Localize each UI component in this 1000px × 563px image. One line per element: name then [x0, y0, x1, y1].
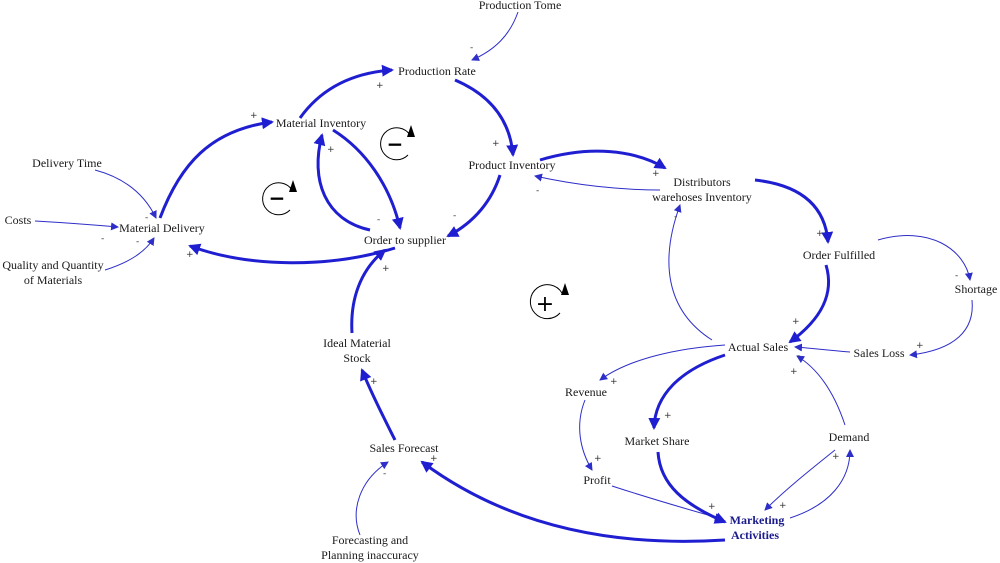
polarity-mark: + [779, 501, 787, 511]
balancing-loop-sign: − [387, 132, 404, 156]
polarity-mark: - [383, 469, 386, 479]
node-shortage: Shortage [955, 282, 998, 296]
node-actual-sales: Actual Sales [728, 340, 789, 354]
node-delivery-time: Delivery Time [32, 156, 102, 170]
link-production-tome-to-production-rate [471, 11, 519, 61]
polarity-mark: + [430, 454, 438, 464]
link-quality-to-material-delivery [104, 237, 155, 271]
link-demand-to-marketing [764, 449, 836, 511]
polarity-mark: + [832, 452, 840, 462]
node-quality-line1: Quality and Quantity [2, 258, 103, 272]
node-demand: Demand [829, 430, 870, 444]
node-ideal-stock-line2: Stock [343, 351, 370, 365]
node-marketing-line1: Marketing [730, 513, 785, 527]
link-material-inventory-to-production-rate [298, 64, 394, 119]
node-distributors-line1: Distributors [673, 175, 731, 189]
polarity-mark: + [652, 169, 660, 179]
link-shortage-to-sales-loss [909, 299, 973, 359]
link-sales-forecast-to-ideal-stock [360, 368, 397, 441]
link-actual-sales-to-revenue [599, 344, 726, 381]
polarity-mark: + [492, 139, 500, 149]
polarity-mark: - [797, 351, 800, 361]
node-distributors-line2: warehoses Inventory [652, 190, 752, 204]
node-forecasting-line1: Forecasting and [332, 533, 408, 547]
link-market-share-to-marketing [656, 451, 727, 524]
link-forecasting-to-sales-forecast [355, 461, 389, 536]
polarity-mark: - [453, 211, 456, 221]
polarity-mark: + [327, 145, 335, 155]
link-delivery-time-to-material-delivery [94, 169, 157, 219]
node-ideal-stock-line1: Ideal Material [323, 336, 391, 350]
balancing-loop-marker: − [262, 180, 297, 216]
link-material-inventory-to-order [332, 128, 404, 230]
node-sales-loss: Sales Loss [854, 346, 905, 360]
polarity-mark: + [792, 317, 800, 327]
link-distributors-to-order-fulfilled [754, 178, 834, 244]
polarity-mark: - [377, 215, 380, 225]
node-material-delivery: Material Delivery [119, 221, 205, 235]
link-revenue-to-profit [579, 399, 593, 471]
polarity-mark: + [376, 81, 384, 91]
node-material-inventory: Material Inventory [276, 116, 366, 130]
polarity-mark: + [916, 341, 924, 351]
link-order-to-material-delivery [188, 243, 396, 265]
polarity-mark: - [136, 237, 139, 247]
polarity-mark: + [370, 377, 378, 387]
polarity-mark: + [816, 229, 824, 239]
link-ideal-stock-to-order [350, 248, 387, 334]
node-marketing-line2: Activities [731, 528, 779, 542]
polarity-mark: + [594, 454, 602, 464]
link-distributors-to-product-inventory [534, 173, 661, 191]
polarity-mark: + [186, 250, 194, 260]
polarity-mark: - [674, 212, 677, 222]
link-order-fulfilled-to-actual-sales [788, 264, 831, 344]
polarity-mark: + [664, 411, 672, 421]
link-demand-to-actual-sales [796, 355, 846, 426]
reinforcing-loop-marker: + [529, 283, 569, 320]
link-product-inventory-to-order [446, 174, 502, 238]
node-sales-forecast: Sales Forecast [370, 441, 440, 455]
link-marketing-to-demand [789, 449, 854, 519]
balancing-loop-marker: − [380, 125, 415, 161]
polarity-mark: + [790, 367, 798, 377]
link-sales-loss-to-actual-sales [794, 343, 851, 353]
node-production-rate: Production Rate [398, 64, 476, 78]
balancing-loop-sign: − [269, 186, 286, 210]
node-market-share: Market Share [625, 434, 690, 448]
node-profit: Profit [583, 473, 611, 487]
polarity-mark: - [470, 43, 473, 53]
node-order-fulfilled: Order Fulfilled [803, 248, 875, 262]
link-actual-sales-to-market-share [648, 353, 726, 430]
reinforcing-loop-sign: + [536, 292, 554, 317]
link-order-fulfilled-to-shortage [877, 235, 973, 281]
polarity-mark: - [536, 186, 539, 196]
node-forecasting-line2: Planning inaccuracy [321, 548, 419, 562]
link-costs-to-material-delivery [34, 220, 119, 231]
link-order-to-material-inventory [313, 133, 371, 232]
polarity-mark: + [708, 502, 716, 512]
node-production-tome: Production Tome [479, 0, 562, 12]
link-marketing-to-sales-forecast [420, 460, 726, 543]
polarity-mark: - [145, 213, 148, 223]
node-product-inventory: Product Inventory [469, 158, 556, 172]
polarity-mark: + [250, 111, 258, 121]
node-order-to-supplier: Order to supplier [364, 233, 446, 247]
link-production-rate-to-product-inventory [454, 78, 519, 157]
polarity-mark: + [382, 264, 390, 274]
node-quality-line2: of Materials [24, 273, 83, 287]
link-material-delivery-to-material-inventory [158, 117, 274, 219]
node-revenue: Revenue [565, 385, 607, 399]
polarity-mark: - [955, 271, 958, 281]
polarity-mark: + [610, 377, 618, 387]
link-product-inventory-to-distributors [539, 149, 667, 170]
link-actual-sales-to-distributors [668, 204, 713, 341]
node-costs: Costs [5, 213, 32, 227]
polarity-mark: - [101, 234, 104, 244]
